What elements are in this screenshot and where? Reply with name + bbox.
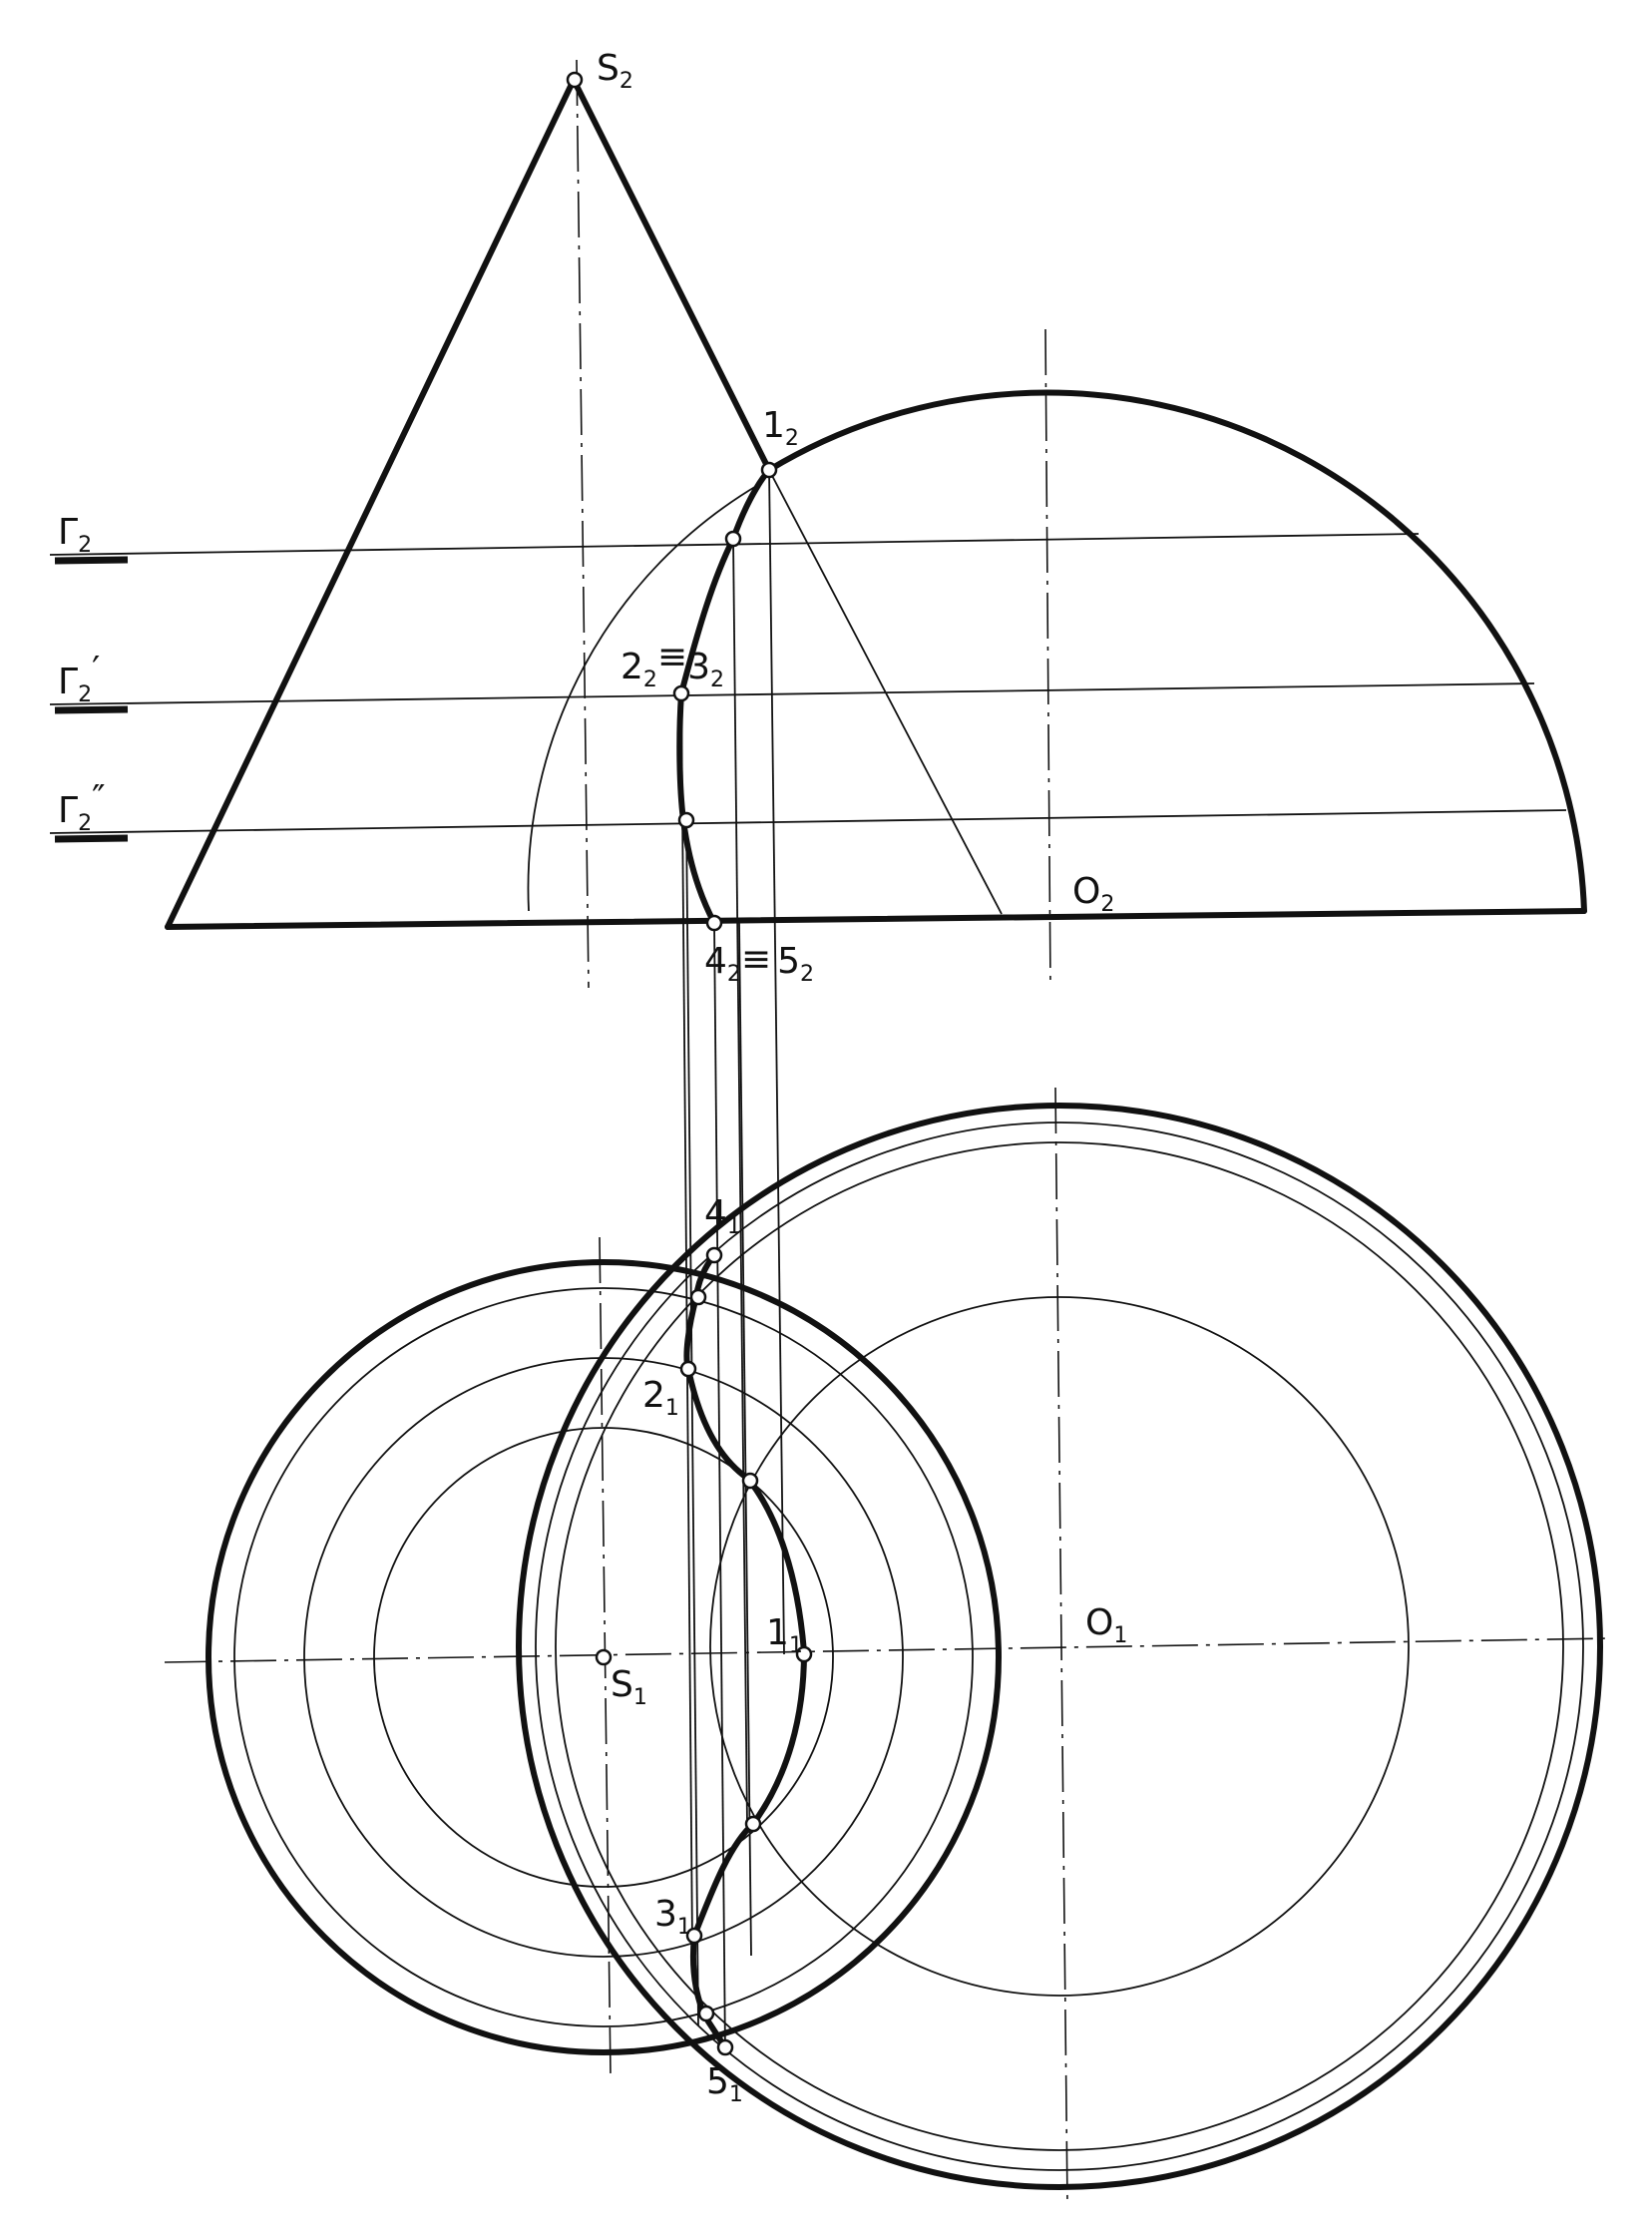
point-5-1 bbox=[716, 2038, 734, 2056]
point-upper-2 bbox=[724, 530, 742, 548]
point-mid-upper-1 bbox=[741, 1472, 759, 1490]
label-2-2-3-2: 22≡32 bbox=[620, 637, 724, 692]
label-s1: S1 bbox=[611, 1664, 647, 1710]
point-1-2 bbox=[760, 461, 778, 479]
point-3-1 bbox=[685, 1927, 703, 1945]
auxiliary-arc bbox=[527, 484, 759, 912]
sphere-axis-front bbox=[1044, 328, 1051, 989]
point-upper-1 bbox=[689, 1288, 707, 1306]
point-lower-2 bbox=[677, 811, 695, 829]
sphere-axis-top bbox=[1054, 1087, 1068, 2206]
plane-gamma-3-line bbox=[49, 809, 1567, 834]
point-4-1 bbox=[705, 1246, 723, 1264]
sphere-contour-circle bbox=[516, 1103, 1603, 2190]
label-gamma-2-double-prime: Γ2″ bbox=[58, 778, 106, 836]
sphere-section-circle-1 bbox=[535, 1121, 1584, 2171]
label-s2: S2 bbox=[597, 48, 633, 94]
intersection-curve-top bbox=[683, 1252, 807, 2050]
point-lower-1 bbox=[697, 2005, 715, 2022]
sphere-section-circle-2 bbox=[555, 1141, 1564, 2151]
label-3-1: 31 bbox=[654, 1894, 691, 1940]
label-gamma-2: Γ2 bbox=[58, 512, 92, 558]
cone-section-circle-1 bbox=[233, 1287, 974, 2027]
sphere-section-circle-3 bbox=[709, 1296, 1410, 1997]
label-gamma-2-prime: Γ2′ bbox=[58, 650, 100, 707]
point-4-2 bbox=[705, 914, 723, 932]
label-4-2-5-2: 42≡52 bbox=[704, 939, 814, 987]
label-5-1: 51 bbox=[706, 2061, 743, 2107]
label-2-1: 21 bbox=[642, 1375, 679, 1421]
point-1-1 bbox=[795, 1645, 813, 1663]
intersection-curve-front bbox=[676, 467, 772, 926]
cone-section-circle-3 bbox=[373, 1427, 834, 1888]
front-view: S2 12 22≡32 42≡52 O2 Γ2 Γ2′ Γ2″ bbox=[49, 48, 1587, 2056]
base-line bbox=[165, 908, 1587, 930]
label-1-1: 11 bbox=[766, 1612, 803, 1658]
point-s1 bbox=[595, 1648, 613, 1666]
plane-gamma-3-marker bbox=[54, 834, 129, 843]
label-1-2: 12 bbox=[762, 405, 799, 451]
cone-axis-front bbox=[576, 59, 590, 989]
label-o1: O1 bbox=[1085, 1602, 1127, 1648]
projection-lines bbox=[680, 469, 785, 2056]
plane-gamma-2-line bbox=[49, 682, 1535, 705]
label-o2: O2 bbox=[1072, 871, 1114, 917]
hemisphere-contour bbox=[766, 389, 1587, 914]
label-4-1: 41 bbox=[704, 1193, 741, 1239]
cone-base-circle bbox=[206, 1259, 1002, 2055]
point-2-1 bbox=[679, 1360, 697, 1378]
top-view: 41 21 11 31 51 S1 O1 bbox=[164, 1087, 1612, 2206]
horizontal-axis-top bbox=[164, 1637, 1612, 1663]
plane-gamma-2-marker bbox=[54, 705, 129, 714]
point-s2 bbox=[566, 71, 584, 89]
point-mid-lower-1 bbox=[744, 1815, 762, 1833]
plane-gamma-1-marker bbox=[54, 556, 129, 565]
point-2-2 bbox=[672, 684, 690, 702]
